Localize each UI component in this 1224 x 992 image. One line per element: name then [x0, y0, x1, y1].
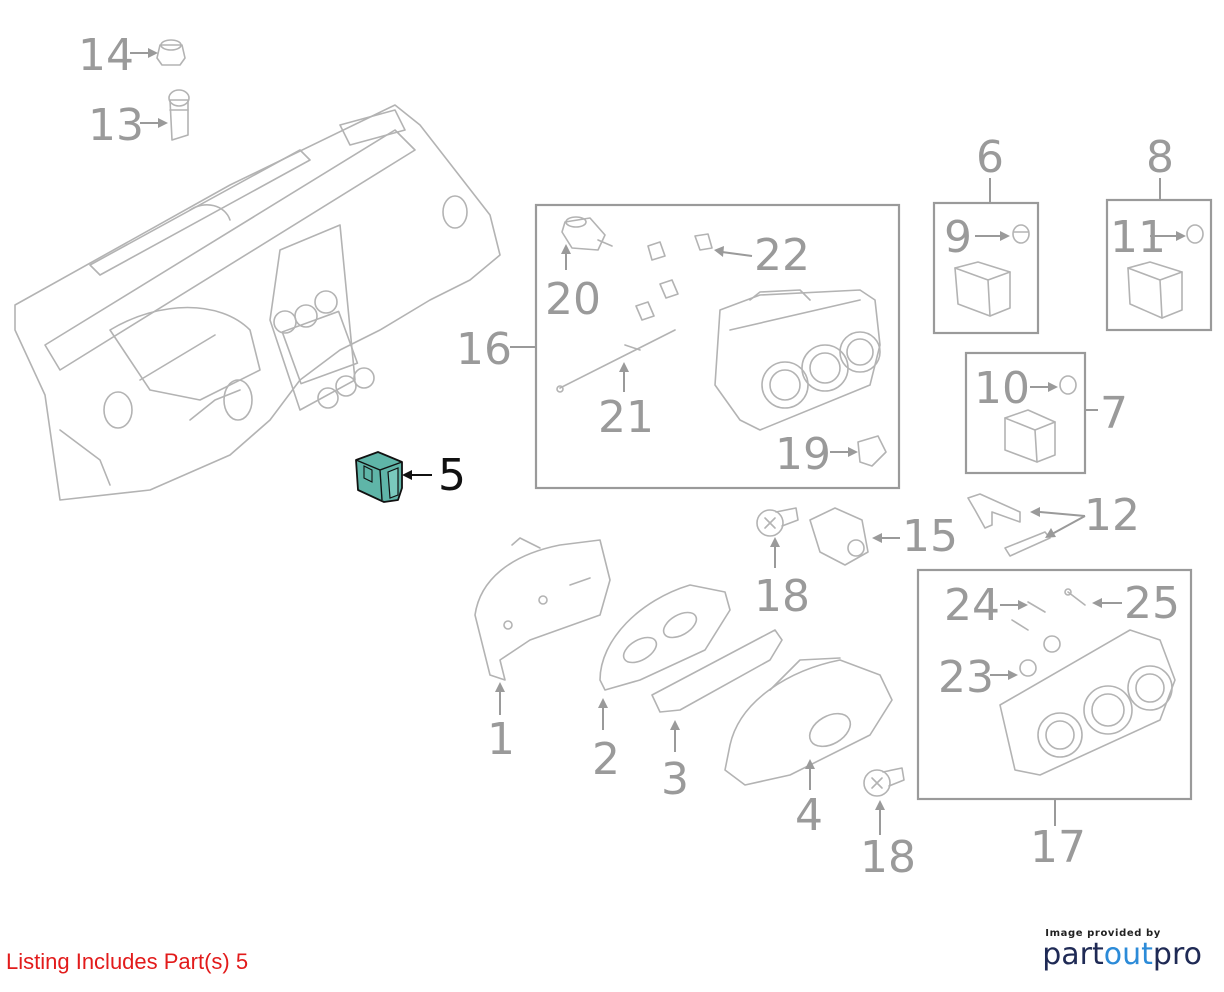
part-16-control [714, 289, 881, 431]
callout-18-top: 18 [754, 571, 810, 622]
part-17-control [999, 629, 1176, 776]
callout-13: 13 [88, 100, 144, 151]
part-22-connectors [635, 233, 713, 321]
callout-12: 12 [1084, 490, 1140, 541]
callout-2: 2 [592, 734, 620, 785]
box-6 [932, 201, 1040, 335]
part-19-knob [857, 435, 887, 467]
callout-18-bottom: 18 [860, 832, 916, 883]
callout-24: 24 [944, 580, 1000, 631]
leader-lines [130, 48, 1186, 835]
dashboard-overview [14, 104, 501, 501]
part-25-screw [1064, 588, 1086, 606]
part-15 [809, 507, 869, 566]
part-7-switch [1004, 409, 1056, 463]
part-13 [168, 89, 190, 141]
part-11 [1186, 224, 1204, 244]
callout-21: 21 [598, 392, 654, 443]
part-2-gauge-plate [599, 584, 731, 691]
part-14 [156, 39, 186, 66]
callout-16: 16 [456, 324, 512, 375]
part-1-cluster-housing [474, 537, 611, 681]
callout-22: 22 [754, 230, 810, 281]
part-4-bezel [724, 657, 893, 786]
provider-logo-pro: pro [1152, 937, 1202, 972]
callout-17: 17 [1030, 822, 1086, 873]
listing-note: Listing Includes Part(s) 5 [6, 949, 249, 974]
callout-19: 19 [775, 429, 831, 480]
part-23-bulbs [1019, 635, 1061, 677]
part-18-screw-a [756, 507, 799, 537]
callout-11: 11 [1110, 212, 1166, 263]
part-12 [967, 493, 1051, 557]
part-24-screws [1011, 601, 1046, 631]
callout-4: 4 [795, 790, 823, 841]
callout-3: 3 [661, 754, 689, 805]
provider-credit: Image provided by partoutpro [1042, 928, 1202, 971]
part-9 [1012, 224, 1030, 244]
callout-20: 20 [545, 274, 601, 325]
callout-7: 7 [1100, 388, 1128, 439]
part-6-switch [954, 261, 1011, 317]
part-21-cable [556, 329, 676, 393]
part-8-switch [1127, 261, 1183, 319]
provider-logo-out: out [1103, 937, 1153, 972]
provider-logo: partoutpro [1042, 939, 1202, 971]
part-3-lens [651, 629, 783, 713]
part-18-screw-b [863, 767, 905, 797]
provider-logo-part: part [1042, 937, 1104, 972]
part-5-highlighted [355, 451, 403, 503]
callout-10: 10 [974, 363, 1030, 414]
callout-25: 25 [1124, 578, 1180, 629]
callout-9: 9 [944, 212, 972, 263]
callout-8: 8 [1146, 132, 1174, 183]
callout-15: 15 [902, 511, 958, 562]
callout-14: 14 [78, 30, 134, 81]
part-10 [1059, 375, 1077, 395]
part-20 [561, 216, 613, 251]
callout-1: 1 [487, 714, 515, 765]
provider-caption: Image provided by [1045, 928, 1161, 939]
callout-23: 23 [938, 652, 994, 703]
box-7 [964, 351, 1087, 475]
callout-6: 6 [976, 132, 1004, 183]
callout-5: 5 [438, 450, 466, 501]
